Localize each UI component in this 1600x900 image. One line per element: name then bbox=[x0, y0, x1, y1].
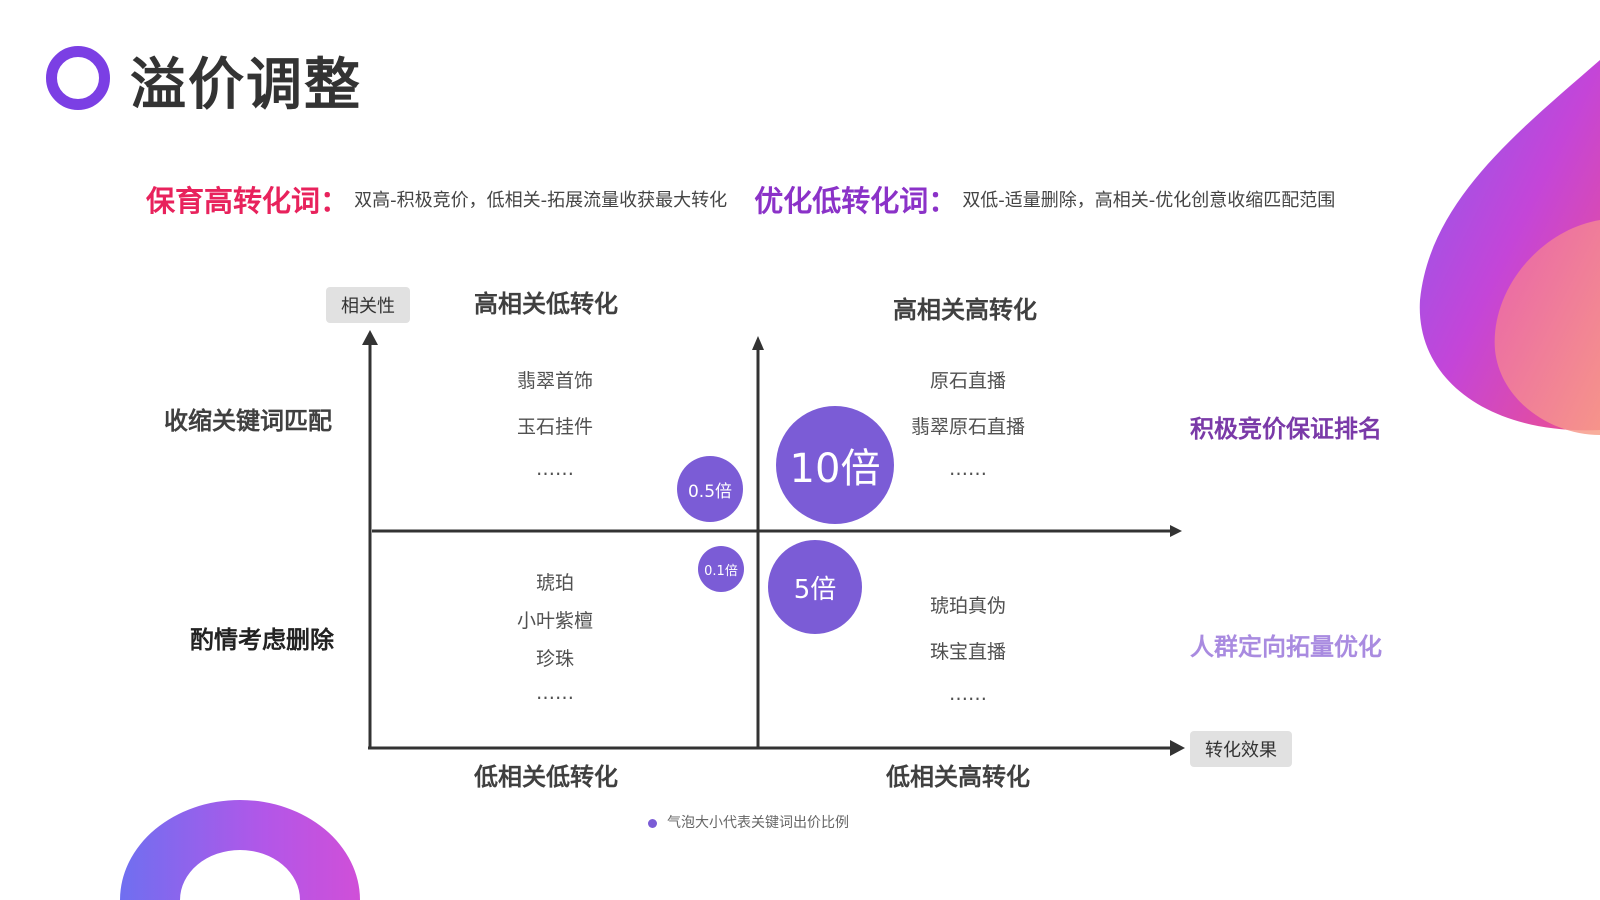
keyword-item: 翡翠原石直播 bbox=[910, 416, 1025, 438]
keyword-item: …… bbox=[949, 458, 987, 480]
y-axis-arrow bbox=[362, 330, 378, 345]
quadrant-title-top-left: 高相关低转化 bbox=[474, 290, 618, 318]
optimize-label: 优化低转化词： bbox=[754, 184, 958, 218]
x-axis-arrow bbox=[1170, 740, 1185, 756]
quadrant-title-top-right: 高相关高转化 bbox=[893, 296, 1037, 324]
keyword-item: …… bbox=[949, 683, 987, 705]
keep-text: 双高-积极竞价，低相关-拓展流量收获最大转化 bbox=[354, 190, 728, 211]
title-ring-icon bbox=[46, 46, 110, 110]
decorative-bottom-left-arc bbox=[120, 800, 360, 900]
bubble-top-right: 10倍 bbox=[776, 406, 894, 524]
legend-text: 气泡大小代表关键词出价比例 bbox=[667, 815, 849, 831]
bubble-bottom-right: 5倍 bbox=[768, 540, 862, 634]
subtitle-line: 保育高转化词： 双高-积极竞价，低相关-拓展流量收获最大转化 优化低转化词： 双… bbox=[146, 178, 1335, 220]
vertical-divider-arrow bbox=[752, 336, 764, 350]
keyword-item: 翡翠首饰 bbox=[516, 370, 593, 392]
legend: 气泡大小代表关键词出价比例 bbox=[648, 812, 849, 832]
keep-label: 保育高转化词： bbox=[146, 184, 350, 218]
optimize-text: 双低-适量删除，高相关-优化创意收缩匹配范围 bbox=[962, 190, 1336, 211]
keyword-item: 琥珀真伪 bbox=[929, 595, 1006, 617]
bubble-bottom-left: 0.1倍 bbox=[698, 546, 744, 592]
y-axis-label: 相关性 bbox=[326, 287, 410, 323]
side-label-right-top: 积极竞价保证排名 bbox=[1190, 415, 1382, 443]
bubble-top-left: 0.5倍 bbox=[677, 456, 743, 522]
keyword-item: 玉石挂件 bbox=[516, 416, 593, 438]
legend-dot-icon bbox=[648, 818, 657, 828]
side-label-left-top: 收缩关键词匹配 bbox=[164, 407, 332, 435]
keyword-item: 珍珠 bbox=[535, 648, 574, 670]
x-axis-label: 转化效果 bbox=[1190, 731, 1292, 767]
quadrant-title-bottom-left: 低相关低转化 bbox=[474, 763, 618, 791]
keyword-item: 小叶紫檀 bbox=[516, 610, 593, 632]
keyword-item: 珠宝直播 bbox=[929, 641, 1006, 663]
keyword-item: …… bbox=[536, 458, 574, 480]
side-label-right-bottom: 人群定向拓量优化 bbox=[1190, 633, 1382, 661]
page-title: 溢价调整 bbox=[130, 52, 362, 118]
keyword-item: 琥珀 bbox=[535, 572, 574, 594]
horizontal-divider-arrow bbox=[1170, 525, 1182, 537]
decorative-top-right-shape bbox=[1419, 60, 1600, 435]
quadrant-title-bottom-right: 低相关高转化 bbox=[886, 763, 1030, 791]
keyword-item: …… bbox=[536, 682, 574, 704]
side-label-left-bottom: 酌情考虑删除 bbox=[190, 626, 334, 654]
keyword-item: 原石直播 bbox=[929, 370, 1006, 392]
